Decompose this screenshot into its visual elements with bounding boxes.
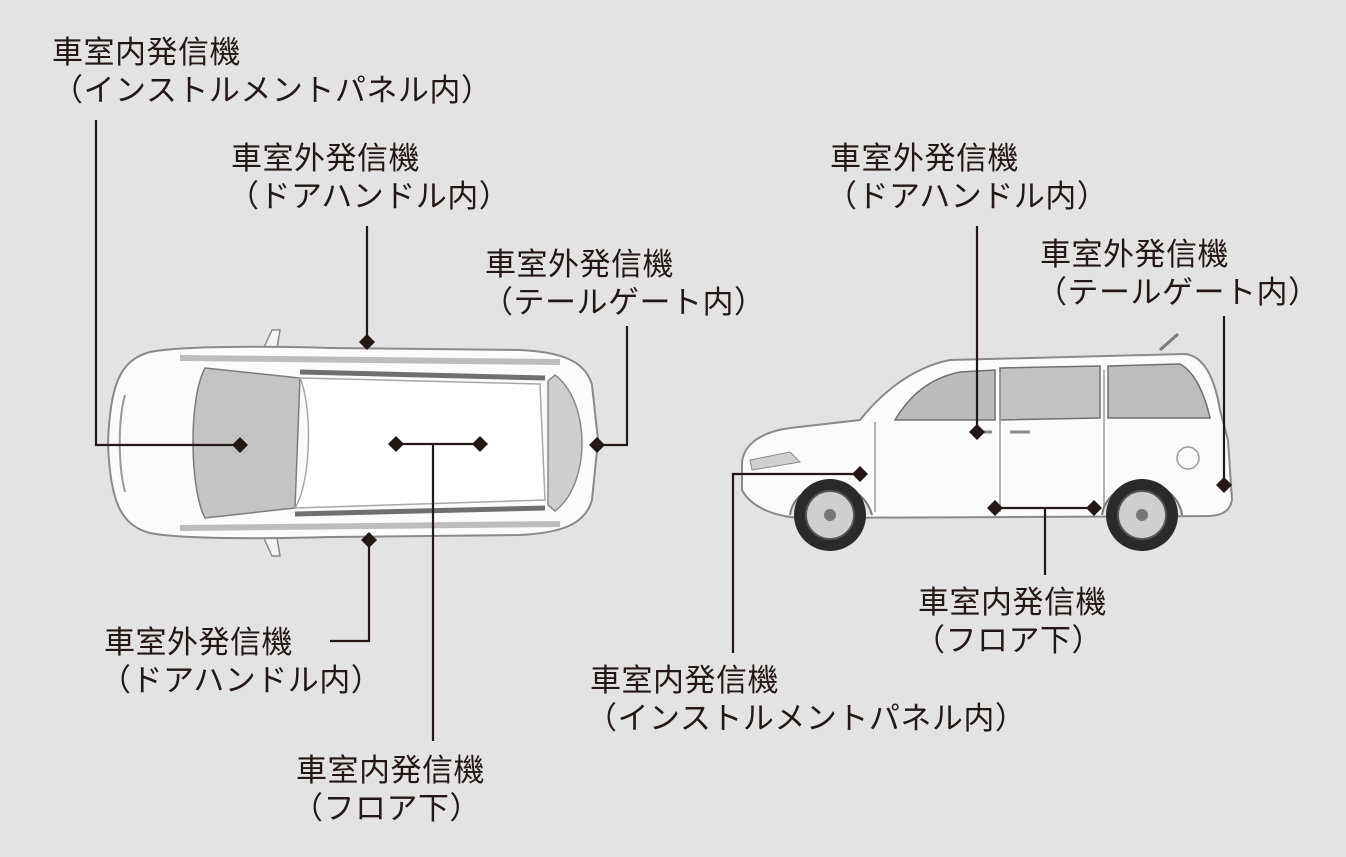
callout-line2: （インストルメントパネル内） <box>52 73 493 109</box>
callout-top-exterior-door-upper: 車室外発信機 （ドアハンドル内） <box>228 140 510 216</box>
marker-side-instrument <box>852 466 868 482</box>
marker-side-floor-left <box>987 500 1003 516</box>
marker-side-door <box>969 424 985 440</box>
callout-line1: 車室外発信機 <box>485 247 674 283</box>
callout-line2: （テールゲート内） <box>482 285 766 321</box>
callout-line2: （フロア下） <box>292 791 481 827</box>
car-top-view <box>106 329 600 557</box>
callout-top-exterior-tailgate: 車室外発信機 （テールゲート内） <box>482 246 766 322</box>
callout-side-exterior-tailgate: 車室外発信機 （テールゲート内） <box>1036 236 1320 312</box>
callout-line2: （ドアハンドル内） <box>826 179 1109 215</box>
callout-line2: （フロア下） <box>914 623 1103 659</box>
marker-side-tailgate <box>1216 477 1232 493</box>
callout-top-interior-instrument: 車室内発信機 （インストルメントパネル内） <box>52 34 492 110</box>
callout-line1: 車室内発信機 <box>918 585 1107 621</box>
callout-side-interior-floor: 車室内発信機 （フロア下） <box>914 584 1107 660</box>
marker-top-door-lower <box>361 532 377 548</box>
marker-top-floor-right <box>472 436 488 452</box>
callout-line2: （ドアハンドル内） <box>228 179 511 215</box>
car-side-view <box>741 332 1234 551</box>
callout-line2: （ドアハンドル内） <box>100 663 383 699</box>
callout-line1: 車室内発信機 <box>590 663 779 699</box>
marker-top-instrument <box>232 437 248 453</box>
callout-line1: 車室外発信機 <box>830 141 1019 177</box>
callout-line2: （テールゲート内） <box>1036 275 1320 311</box>
callout-top-interior-floor: 車室内発信機 （フロア下） <box>292 752 485 828</box>
callout-top-exterior-door-lower: 車室外発信機 （ドアハンドル内） <box>100 624 382 700</box>
callout-line1: 車室外発信機 <box>1040 237 1229 273</box>
callout-line1: 車室内発信機 <box>52 35 241 71</box>
marker-top-floor-left <box>388 436 404 452</box>
callout-line1: 車室内発信機 <box>296 753 485 789</box>
callout-line1: 車室外発信機 <box>104 625 293 661</box>
marker-diamonds <box>232 334 1232 548</box>
marker-side-floor-right <box>1086 500 1102 516</box>
callout-side-exterior-door: 車室外発信機 （ドアハンドル内） <box>826 140 1108 216</box>
callout-line2: （インストルメントパネル内） <box>586 701 1027 737</box>
marker-top-tailgate <box>589 437 605 453</box>
callout-line1: 車室外発信機 <box>231 141 420 177</box>
callout-side-interior-instrument: 車室内発信機 （インストルメントパネル内） <box>586 662 1026 738</box>
leader-lines <box>94 120 1226 741</box>
marker-top-door-upper <box>359 334 375 350</box>
